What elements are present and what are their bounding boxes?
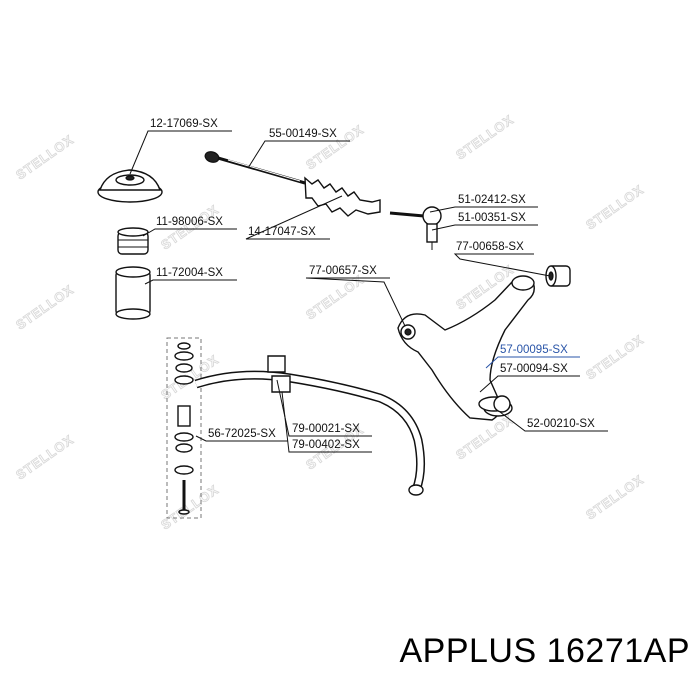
part-label-12-17069: 12-17069-SX	[150, 118, 218, 130]
strut-mount	[97, 169, 163, 203]
watermark-text: STELLOX	[583, 332, 646, 383]
watermark-text: STELLOX	[13, 282, 76, 333]
part-label-14-17047: 14-17047-SX	[248, 226, 316, 238]
leader-lines	[129, 130, 608, 453]
part-label-79-00402: 79-00402-SX	[292, 439, 360, 451]
part-label-51-00351: 51-00351-SX	[458, 212, 526, 224]
part-labels: 12-17069-SX 55-00149-SX 11-98006-SX 14-1…	[150, 118, 595, 451]
dust-boot	[115, 266, 151, 320]
caption-part-number: APPLUS 16271AP	[399, 632, 690, 670]
stabilizer-bar	[194, 355, 426, 496]
tie-rod-end	[389, 206, 442, 250]
part-label-57-00095: 57-00095-SX	[500, 344, 568, 356]
watermark-text: STELLOX	[13, 432, 76, 483]
part-label-52-00210: 52-00210-SX	[527, 418, 595, 430]
part-label-11-98006: 11-98006-SX	[156, 216, 223, 228]
part-label-79-00021: 79-00021-SX	[292, 423, 360, 435]
part-label-77-00658: 77-00658-SX	[456, 241, 524, 253]
part-label-57-00094: 57-00094-SX	[500, 363, 568, 375]
watermark-text: STELLOX	[13, 132, 76, 183]
part-label-77-00657: 77-00657-SX	[309, 265, 377, 277]
part-label-55-00149: 55-00149-SX	[269, 128, 337, 140]
bushing-rear	[545, 265, 571, 287]
part-label-56-72025: 56-72025-SX	[208, 428, 276, 440]
tie-rod	[204, 151, 306, 185]
part-label-11-72004: 11-72004-SX	[156, 267, 223, 279]
watermark-text: STELLOX	[583, 472, 646, 523]
stabilizer-link-stack	[166, 337, 202, 519]
bump-stop	[117, 227, 149, 255]
part-label-51-02412: 51-02412-SX	[458, 194, 526, 206]
watermark-text: STELLOX	[158, 482, 221, 533]
watermark-layer: STELLOX STELLOX STELLOX STELLOX STELLOX …	[13, 111, 647, 533]
steering-boot	[304, 176, 381, 217]
watermark-text: STELLOX	[453, 112, 516, 163]
watermark-text: STELLOX	[583, 182, 646, 233]
ball-joint	[478, 395, 511, 413]
